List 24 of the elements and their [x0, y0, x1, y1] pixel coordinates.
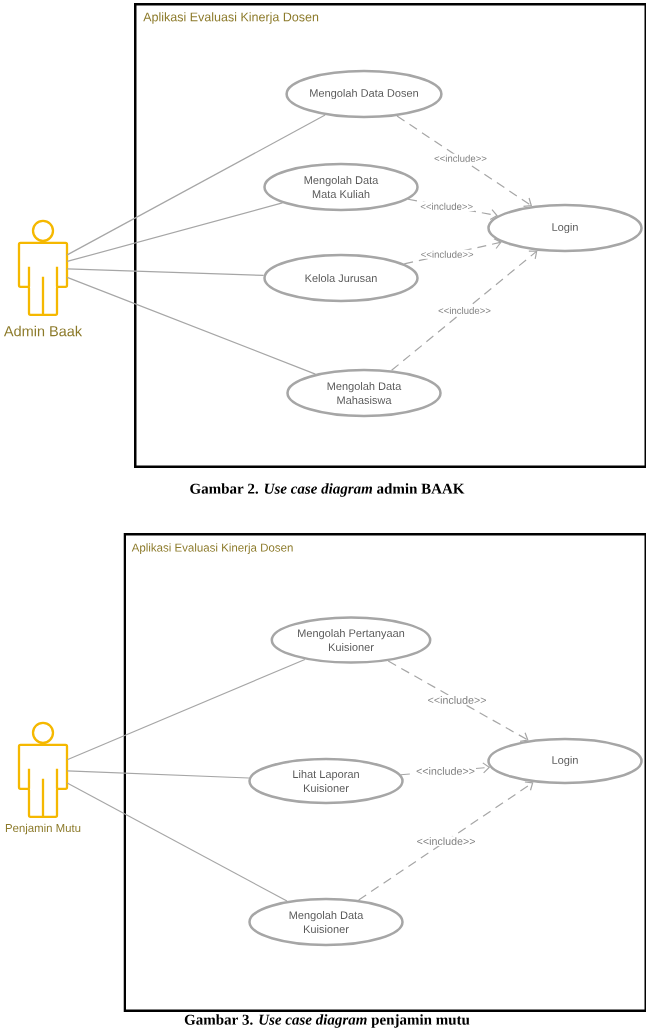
edge-label: <<include>> [419, 201, 475, 211]
association-line [66, 202, 283, 263]
actor-figure [17, 219, 69, 316]
edge-label: <<include>> [415, 836, 477, 847]
figure-caption: Gambar 3. Use case diagram penjamin mutu [184, 1014, 470, 1028]
association-line [66, 114, 326, 256]
association-line [66, 276, 316, 375]
dashed-arrow [396, 115, 533, 207]
dashed-arrow [358, 781, 534, 901]
edge-label: <<include>> [437, 306, 492, 316]
figure-caption: Gambar 2. Use case diagram admin BAAK [190, 483, 465, 497]
actor-name: Penjamin Mutu [5, 823, 81, 835]
association-line [66, 658, 306, 761]
edge-label: <<include>> [426, 695, 488, 705]
dashed-arrow [387, 660, 529, 742]
edge-label: <<include>> [433, 153, 488, 163]
dashed-arrow [391, 250, 538, 371]
edge-label: <<include>> [415, 766, 476, 776]
edge-label: <<include>> [419, 249, 475, 259]
actor-name: Admin Baak [3, 325, 83, 337]
association-line [66, 770, 250, 779]
association-line [66, 268, 265, 276]
actor-figure [17, 721, 69, 818]
association-line [66, 782, 288, 902]
